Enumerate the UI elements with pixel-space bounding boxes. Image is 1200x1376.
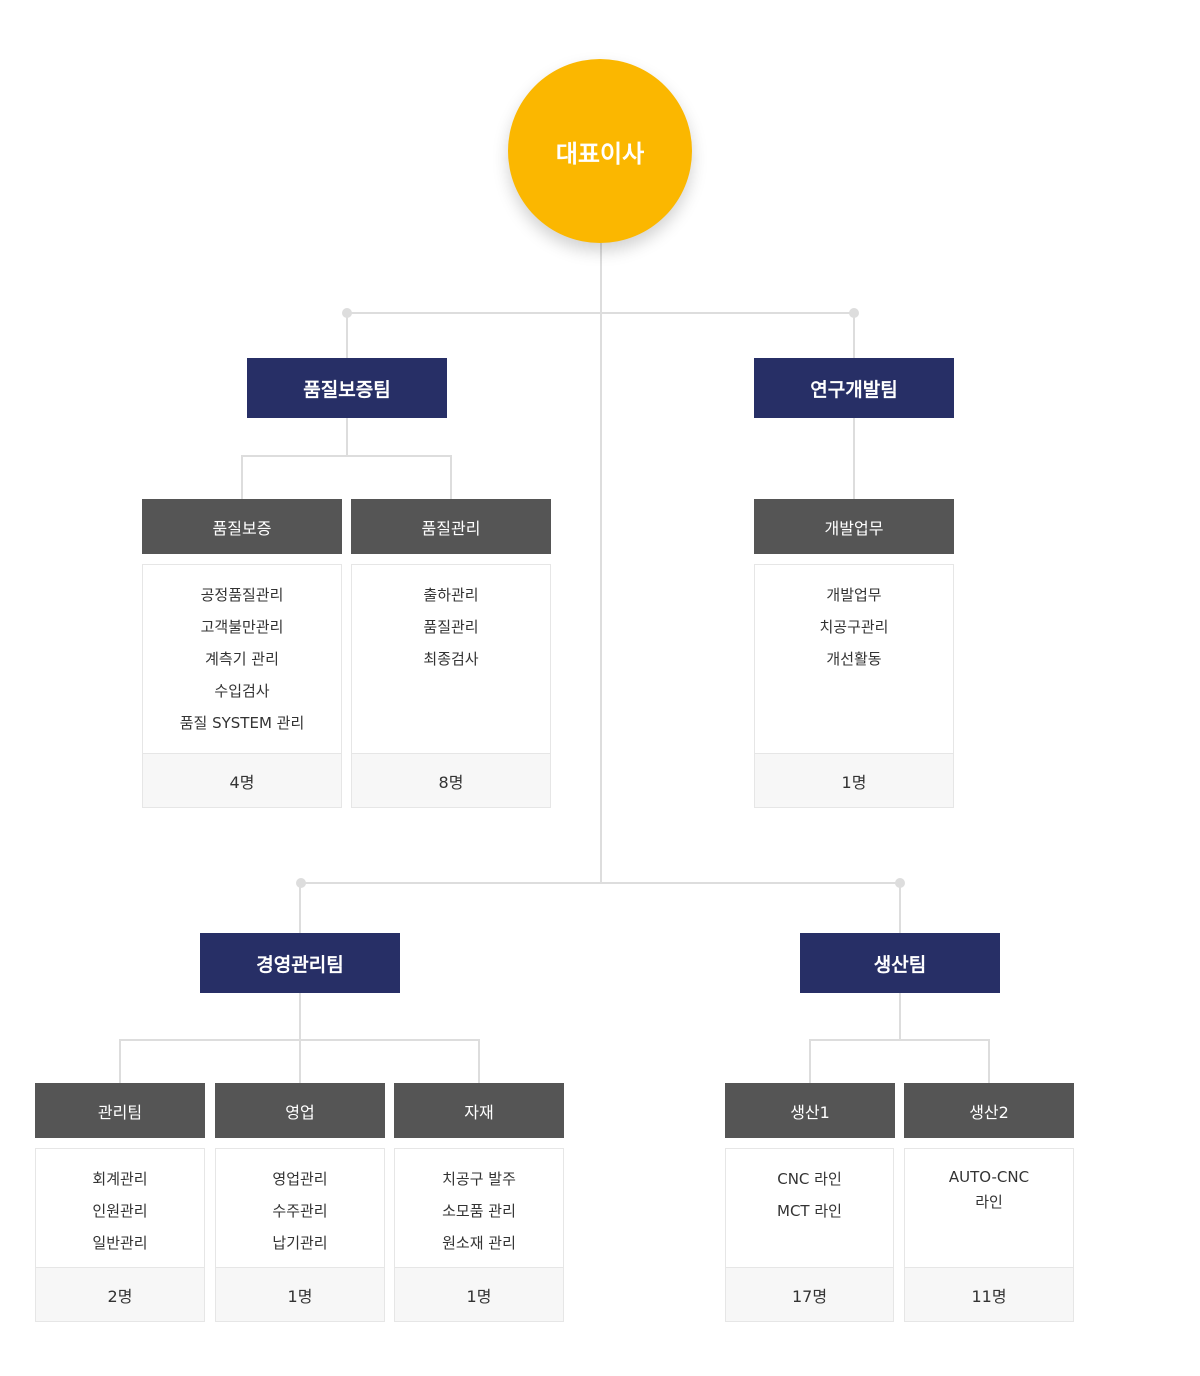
duty-item: 납기관리	[272, 1234, 328, 1252]
headcount: 11명	[905, 1267, 1073, 1321]
sub-team-card: 영업관리 수주관리 납기관리 1명	[215, 1148, 385, 1322]
duty-item: 품질관리	[423, 618, 479, 636]
duty-item: 공정품질관리	[200, 586, 284, 604]
connector-line	[346, 312, 348, 358]
sub-team-label: 생산2	[969, 1102, 1009, 1122]
duty-item: 인원관리	[92, 1202, 148, 1220]
sub-team-card: CNC 라인 MCT 라인 17명	[725, 1148, 894, 1322]
connector-line	[347, 312, 854, 314]
team-label: 경영관리팀	[256, 953, 344, 976]
sub-team-header: 자재	[394, 1083, 564, 1138]
team-quality: 품질보증팀	[247, 358, 447, 418]
duty-item: 품질 SYSTEM 관리	[179, 714, 305, 732]
sub-team-label: 영업	[285, 1102, 315, 1122]
duty-item: AUTO-CNC	[948, 1168, 1030, 1186]
headcount: 1명	[755, 753, 953, 807]
connector-line	[478, 1039, 480, 1083]
duty-list: CNC 라인 MCT 라인	[726, 1149, 893, 1227]
sub-team-header: 품질관리	[351, 499, 551, 554]
duty-list: 개발업무 치공구관리 개선활동	[755, 565, 953, 675]
duty-item: 영업관리	[272, 1170, 328, 1188]
duty-item: MCT 라인	[777, 1202, 842, 1220]
duty-item: 소모품 관리	[442, 1202, 516, 1220]
connector-line	[346, 418, 348, 456]
sub-team-card: 개발업무 치공구관리 개선활동 1명	[754, 564, 954, 808]
sub-team-card: 공정품질관리 고객불만관리 계측기 관리 수입검사 품질 SYSTEM 관리 4…	[142, 564, 342, 808]
duty-item: 일반관리	[92, 1234, 148, 1252]
duty-item: 출하관리	[423, 586, 479, 604]
duty-item: 치공구 발주	[442, 1170, 516, 1188]
headcount: 8명	[352, 753, 550, 807]
connector-line	[809, 1039, 811, 1083]
connector-line	[301, 882, 900, 884]
duty-item: 수주관리	[272, 1202, 328, 1220]
team-production: 생산팀	[800, 933, 1000, 993]
duty-item: 최종검사	[423, 650, 479, 668]
connector-line	[988, 1039, 990, 1083]
team-label: 연구개발팀	[810, 378, 898, 401]
duty-item: CNC 라인	[777, 1170, 842, 1188]
duty-list: 치공구 발주 소모품 관리 원소재 관리	[395, 1149, 563, 1259]
duty-item: 치공구관리	[819, 618, 889, 636]
connector-line	[241, 455, 452, 457]
headcount: 1명	[216, 1267, 384, 1321]
sub-team-card: 출하관리 품질관리 최종검사 8명	[351, 564, 551, 808]
sub-team-label: 자재	[464, 1102, 494, 1122]
duty-item: 개발업무	[826, 586, 882, 604]
duty-list: AUTO-CNC 라인	[905, 1149, 1073, 1215]
sub-team-label: 개발업무	[824, 518, 884, 538]
connector-dot	[296, 878, 306, 888]
ceo-node: 대표이사	[508, 59, 692, 243]
sub-team-header: 영업	[215, 1083, 385, 1138]
duty-item: 고객불만관리	[200, 618, 284, 636]
connector-line	[809, 1039, 990, 1041]
headcount: 2명	[36, 1267, 204, 1321]
connector-line	[450, 455, 452, 499]
sub-team-card: 치공구 발주 소모품 관리 원소재 관리 1명	[394, 1148, 564, 1322]
duty-item: 회계관리	[92, 1170, 148, 1188]
duty-item: 수입검사	[214, 682, 270, 700]
team-rnd: 연구개발팀	[754, 358, 954, 418]
duty-item: 라인	[975, 1193, 1003, 1211]
sub-team-label: 생산1	[790, 1102, 830, 1122]
sub-team-card: AUTO-CNC 라인 11명	[904, 1148, 1074, 1322]
connector-line	[299, 882, 301, 933]
team-management: 경영관리팀	[200, 933, 400, 993]
connector-line	[119, 1039, 121, 1083]
sub-team-card: 회계관리 인원관리 일반관리 2명	[35, 1148, 205, 1322]
duty-item: 계측기 관리	[205, 650, 279, 668]
connector-line	[853, 418, 855, 499]
sub-team-header: 개발업무	[754, 499, 954, 554]
headcount: 1명	[395, 1267, 563, 1321]
sub-team-header: 품질보증	[142, 499, 342, 554]
connector-line	[899, 993, 901, 1040]
team-label: 품질보증팀	[303, 378, 391, 401]
sub-team-header: 관리팀	[35, 1083, 205, 1138]
headcount: 4명	[143, 753, 341, 807]
connector-line	[600, 243, 602, 883]
ceo-label: 대표이사	[555, 139, 645, 168]
duty-list: 회계관리 인원관리 일반관리	[36, 1149, 204, 1259]
connector-line	[119, 1039, 480, 1041]
sub-team-label: 품질보증	[212, 518, 272, 538]
connector-line	[299, 993, 301, 1083]
duty-item: 원소재 관리	[442, 1234, 516, 1252]
duty-list: 영업관리 수주관리 납기관리	[216, 1149, 384, 1259]
duty-list: 출하관리 품질관리 최종검사	[352, 565, 550, 675]
connector-line	[853, 312, 855, 358]
team-label: 생산팀	[873, 953, 927, 976]
duty-item: 개선활동	[826, 650, 882, 668]
sub-team-header: 생산2	[904, 1083, 1074, 1138]
sub-team-label: 관리팀	[97, 1102, 143, 1122]
headcount: 17명	[726, 1267, 893, 1321]
connector-line	[241, 455, 243, 499]
sub-team-header: 생산1	[725, 1083, 895, 1138]
sub-team-label: 품질관리	[421, 518, 481, 538]
connector-line	[899, 882, 901, 933]
duty-list: 공정품질관리 고객불만관리 계측기 관리 수입검사 품질 SYSTEM 관리	[143, 565, 341, 739]
